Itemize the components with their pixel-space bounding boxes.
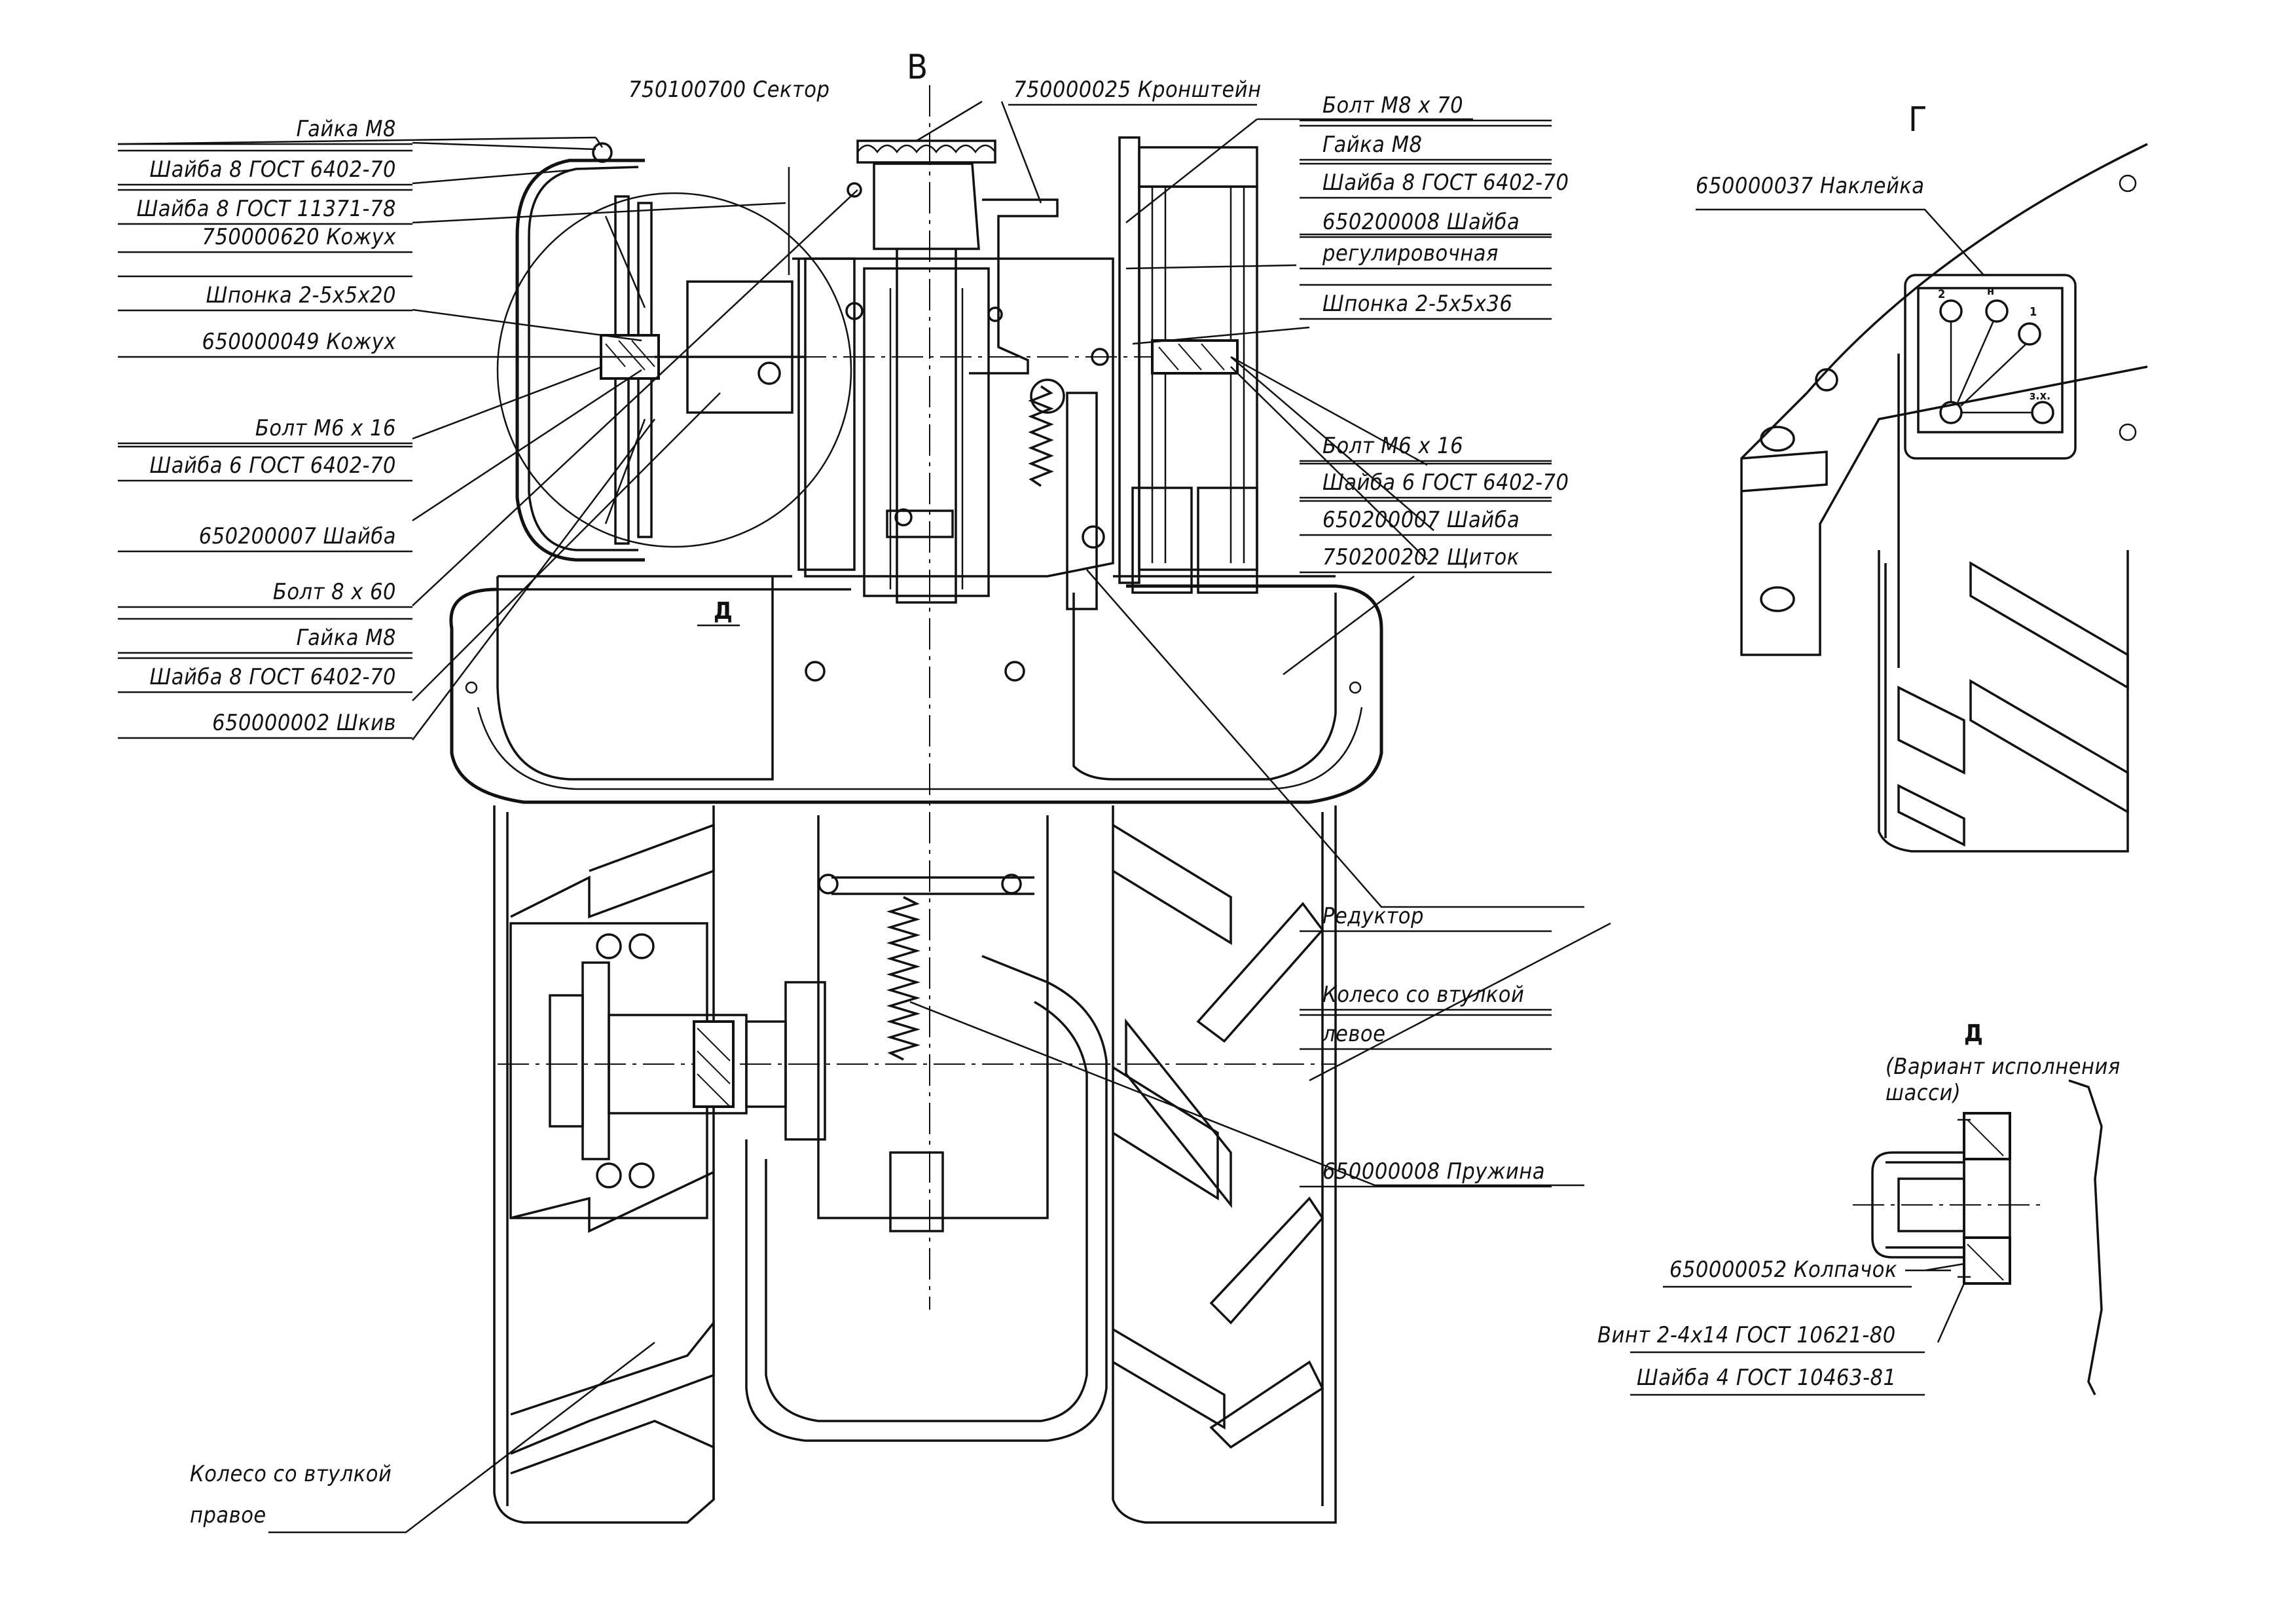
- label-right-wheel-2: правое: [190, 1502, 266, 1528]
- right-callout-2: Шайба 8 ГОСТ 6402-70: [1322, 170, 1569, 196]
- left-callout-8: 650200007 Шайба: [199, 523, 396, 549]
- label-sector: 750100700 Сектор: [629, 77, 829, 103]
- label-cap: 650000052 Колпачок: [1669, 1257, 1897, 1283]
- left-callout-3: 750000620 Кожух: [202, 224, 397, 250]
- left-callout-0: Гайка М8: [297, 116, 396, 142]
- right-callout-5: Шпонка 2-5х5х36: [1322, 291, 1512, 317]
- view-d-inset: [1853, 1079, 2103, 1395]
- right-labels: Болт М8 х 70 Гайка М8 Шайба 8 ГОСТ 6402-70…: [1300, 92, 1569, 1188]
- left-callout-12: 650000002 Шкив: [212, 710, 396, 736]
- left-callout-7: Шайба 6 ГОСТ 6402-70: [150, 452, 396, 479]
- label-screw: Винт 2-4х14 ГОСТ 10621-80: [1597, 1322, 1896, 1348]
- view-title-v: В: [907, 48, 928, 87]
- right-callout-4: регулировочная: [1322, 240, 1499, 267]
- label-bracket: 750000025 Кронштейн: [1013, 77, 1262, 103]
- right-callout-1: Гайка М8: [1322, 132, 1422, 158]
- gear-mark-reverse: з.х.: [2030, 389, 2050, 403]
- left-callout-2: Шайба 8 ГОСТ 11371-78: [137, 196, 396, 222]
- left-callout-4: Шпонка 2-5х5х20: [206, 282, 396, 308]
- label-right-wheel: Колесо со втулкой: [190, 1461, 392, 1487]
- right-callout-6: Болт М6 х 16: [1322, 433, 1463, 459]
- left-callout-10: Гайка М8: [297, 625, 396, 651]
- gear-mark-n: н: [1987, 284, 1994, 298]
- left-callout-9: Болт 8 х 60: [273, 579, 396, 605]
- right-callout-7: Шайба 6 ГОСТ 6402-70: [1322, 470, 1569, 496]
- left-callout-5: 650000049 Кожух: [202, 329, 397, 355]
- left-callout-11: Шайба 8 ГОСТ 6402-70: [150, 664, 396, 690]
- right-callout-11: Колесо со втулкой: [1322, 982, 1524, 1008]
- right-callout-9: 750200202 Щиток: [1322, 544, 1520, 570]
- view-g: 2 н 1 з.х.: [1696, 143, 2148, 853]
- right-callout-8: 650200007 Шайба: [1322, 507, 1520, 533]
- main-view: [117, 85, 1611, 1534]
- view-title-g: Г: [1908, 100, 1927, 139]
- gear-mark-1: 1: [2030, 305, 2037, 319]
- right-callout-10: Редуктор: [1322, 903, 1424, 929]
- label-washer-4: Шайба 4 ГОСТ 10463-81: [1637, 1365, 1896, 1391]
- right-callout-12: левое: [1322, 1021, 1385, 1047]
- view-d-caption-2: шасси): [1886, 1080, 1961, 1106]
- gear-mark-2: 2: [1938, 287, 1945, 301]
- left-callout-6: Болт М6 х 16: [255, 415, 396, 441]
- label-sticker: 650000037 Наклейка: [1696, 173, 1925, 199]
- right-callout-3: 650200008 Шайба: [1322, 209, 1520, 235]
- right-callout-0: Болт М8 х 70: [1322, 92, 1463, 119]
- view-d-caption-1: (Вариант исполнения: [1886, 1054, 2121, 1080]
- right-callout-13: 650000008 Пружина: [1322, 1158, 1545, 1185]
- view-d-inset-title: Д: [1964, 1020, 1983, 1047]
- view-title-d-main: Д: [714, 598, 733, 625]
- left-callout-1: Шайба 8 ГОСТ 6402-70: [150, 157, 396, 183]
